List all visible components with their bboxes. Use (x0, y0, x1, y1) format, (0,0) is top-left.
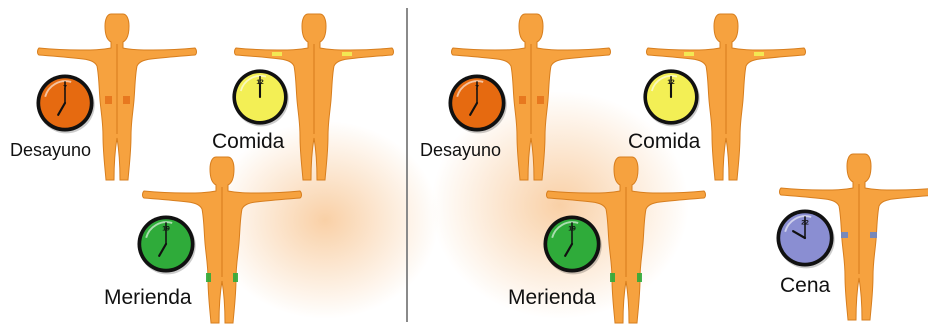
injection-site-arm-2 (342, 52, 352, 56)
clock-number: 19 (568, 225, 576, 232)
caption-desayuno: Desayuno (420, 140, 501, 161)
clock-icon-cena: 22 (774, 207, 836, 269)
panel-divider (406, 8, 408, 322)
clock-number: 19 (162, 225, 170, 232)
clock-icon-desayuno: 7 (34, 72, 96, 134)
caption-comida: Comida (212, 130, 284, 154)
clock-number: 7 (63, 84, 67, 91)
clock-icon-desayuno: 7 (446, 72, 508, 134)
caption-merienda: Merienda (104, 286, 192, 310)
injection-site-thigh-1 (206, 273, 211, 282)
clock-icon-merienda: 19 (541, 213, 603, 275)
injection-site-abdomen-1 (519, 96, 526, 104)
caption-merienda: Merienda (508, 286, 596, 310)
injection-site-thigh-2 (233, 273, 238, 282)
caption-desayuno: Desayuno (10, 140, 91, 161)
clock-icon-comida: 12 (230, 67, 290, 127)
clock-number: 7 (475, 84, 479, 91)
clock-icon-merienda: 19 (135, 213, 197, 275)
clock-icon-comida: 12 (641, 67, 701, 127)
injection-site-abdomen-1 (105, 96, 112, 104)
injection-site-arm-1 (684, 52, 694, 56)
injection-site-thigh-2 (637, 273, 642, 282)
injection-site-thigh-1 (610, 273, 615, 282)
injection-site-abdomen-2 (537, 96, 544, 104)
injection-site-arm-2 (754, 52, 764, 56)
injection-site-buttocks-2 (870, 232, 877, 238)
injection-site-buttocks-1 (841, 232, 848, 238)
caption-comida: Comida (628, 130, 700, 154)
injection-site-arm-1 (272, 52, 282, 56)
clock-number: 12 (256, 79, 264, 86)
clock-number: 12 (667, 79, 675, 86)
caption-cena: Cena (780, 274, 830, 298)
injection-site-abdomen-2 (123, 96, 130, 104)
clock-number: 22 (801, 219, 809, 226)
